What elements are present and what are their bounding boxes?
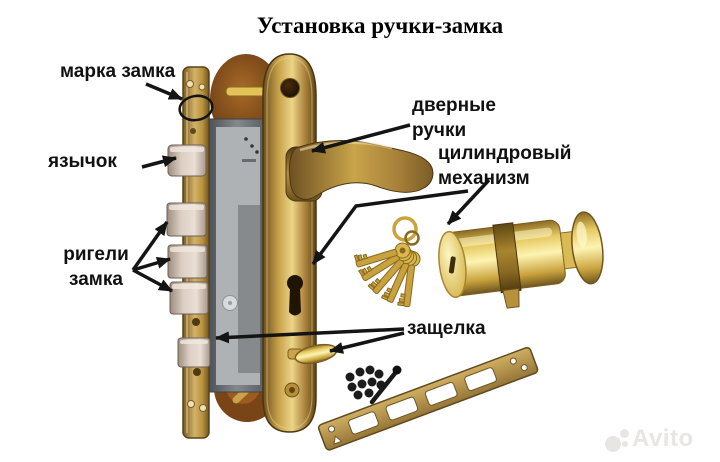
label-door-handles-line2: ручки	[412, 120, 467, 141]
arrow-door-handles	[311, 123, 411, 154]
arrow-latch-flip	[329, 331, 405, 354]
label-deadbolts-line2: замка	[69, 269, 123, 290]
label-lock-brand: марка замка	[60, 61, 176, 82]
faceplate-screw-hole	[199, 404, 207, 412]
door-handle-lever	[288, 140, 434, 200]
brand-circle-annotation	[178, 94, 214, 122]
arrow-deadbolt-1	[131, 220, 169, 272]
avito-watermark: Avito	[600, 423, 715, 459]
arrow-latch-bolt	[215, 327, 405, 344]
avito-logo-dot-large	[605, 436, 621, 452]
strike-plate	[317, 346, 539, 451]
plate-top-hole	[280, 78, 300, 98]
deadbolt-3	[169, 281, 209, 315]
cylinder-cam	[502, 287, 520, 309]
arrow-latch-tongue	[141, 155, 177, 169]
diagram-title: Установка ручки-замка	[256, 13, 504, 38]
keyhole	[287, 275, 303, 316]
arrow-cylinder-body	[446, 178, 491, 226]
lock-body	[208, 118, 266, 393]
arrow-deadbolt-2	[132, 256, 171, 272]
thumbturn-knob	[571, 211, 604, 285]
screw-cluster	[345, 365, 386, 400]
faceplate-hole	[192, 318, 200, 326]
label-deadbolts: ригели замка	[50, 242, 142, 292]
faceplate-screw-hole	[186, 80, 194, 88]
keyway-slot	[448, 256, 456, 274]
avito-logo-dot-small	[620, 429, 629, 438]
faceplate-screw-hole	[198, 83, 206, 91]
label-door-handles: дверные ручки	[412, 93, 496, 143]
label-latch-tongue: язычок	[48, 151, 117, 172]
label-door-handles-line1: дверные	[412, 95, 496, 116]
latch-bolt	[177, 337, 211, 368]
label-cylinder-line2: механизм	[438, 168, 530, 189]
arrow-cylinder-keyhole	[311, 189, 469, 266]
deadbolt-1	[166, 202, 207, 237]
avito-logo-dot-tiny	[622, 441, 628, 447]
long-screw	[369, 365, 402, 405]
avito-watermark-text: Avito	[632, 425, 694, 452]
faceplate-screw-hole	[187, 400, 195, 408]
label-latch: защелка	[407, 318, 486, 339]
arrow-lock-brand	[145, 82, 183, 101]
arrow-deadbolt-3	[132, 268, 173, 293]
faceplate-hole	[190, 128, 196, 134]
label-deadbolts-line1: ригели	[63, 244, 129, 265]
cylinder-mechanism	[438, 211, 604, 309]
label-cylinder-line1: цилиндровый	[438, 143, 572, 164]
label-cylinder: цилиндровый механизм	[438, 141, 571, 191]
key-bunch	[353, 216, 421, 308]
faceplate-hole	[193, 368, 201, 376]
spindle-pin	[225, 86, 267, 97]
